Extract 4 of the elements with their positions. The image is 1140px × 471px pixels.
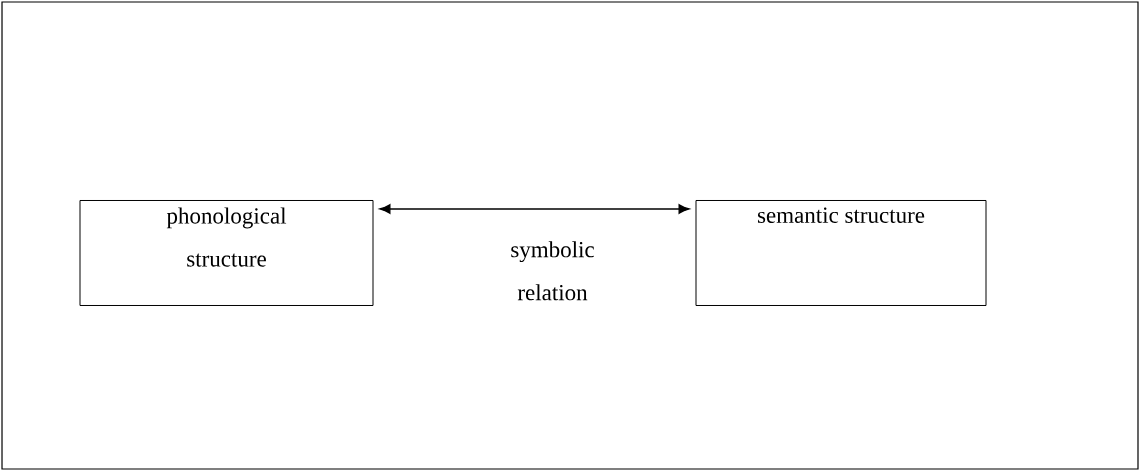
text-box: phonological structure: [79, 200, 374, 306]
text-box: semantic structure: [695, 200, 987, 306]
double-arrow: [379, 204, 690, 214]
edge-label: symbolic relation: [511, 241, 594, 301]
